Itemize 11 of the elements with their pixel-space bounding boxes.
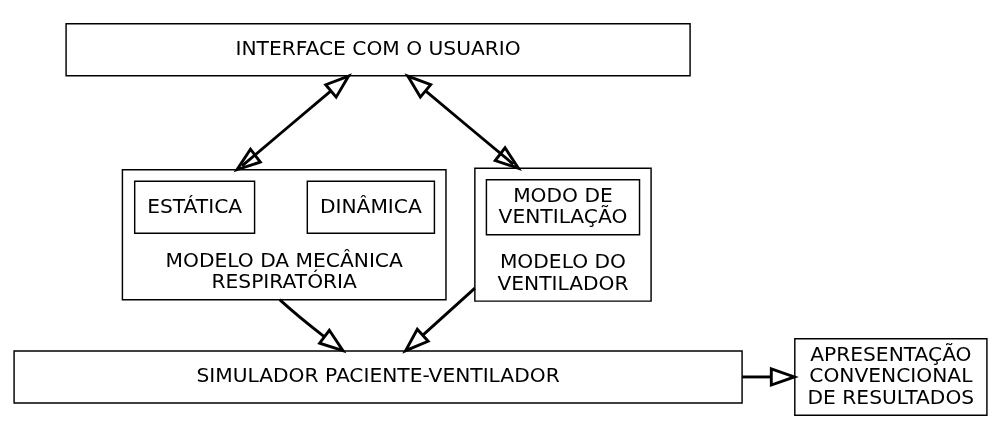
node-box: APRESENTAÇÃO CONVENCIONAL DE RESULTADOS [794,337,988,416]
arrow [402,286,476,354]
node-box: SIMULADOR PACIENTE-VENTILADOR [13,349,743,404]
node-box: INTERFACE COM O USUARIO [65,22,691,76]
node-box: DINÂMICA [306,180,436,234]
arrow [278,298,347,353]
node-box: MODO DE VENTILAÇÃO [485,178,641,235]
node-box: ESTÁTICA [133,180,256,234]
arrow [742,366,799,387]
arrow [404,72,522,171]
arrow [233,72,352,172]
